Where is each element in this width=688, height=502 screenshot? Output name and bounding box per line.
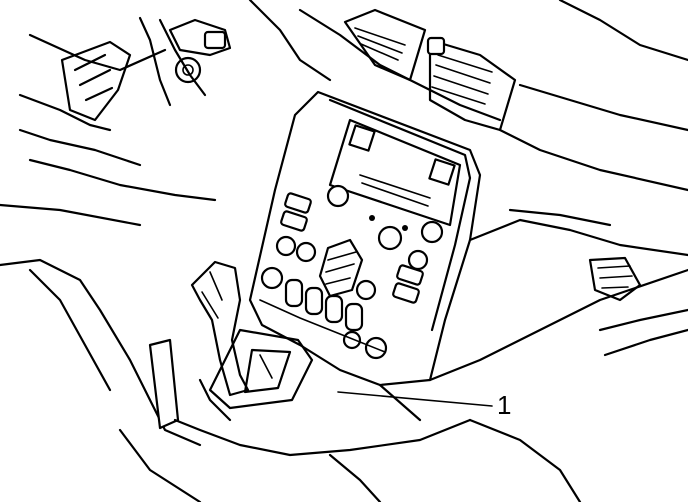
center-stack — [248, 90, 482, 387]
gear-shift — [190, 260, 314, 410]
callout-leader-line — [337, 391, 493, 407]
steering-column — [0, 16, 232, 227]
dashboard-vents — [248, 0, 688, 192]
console-and-seats — [0, 208, 688, 502]
callout-label-1: 1 — [497, 390, 512, 420]
